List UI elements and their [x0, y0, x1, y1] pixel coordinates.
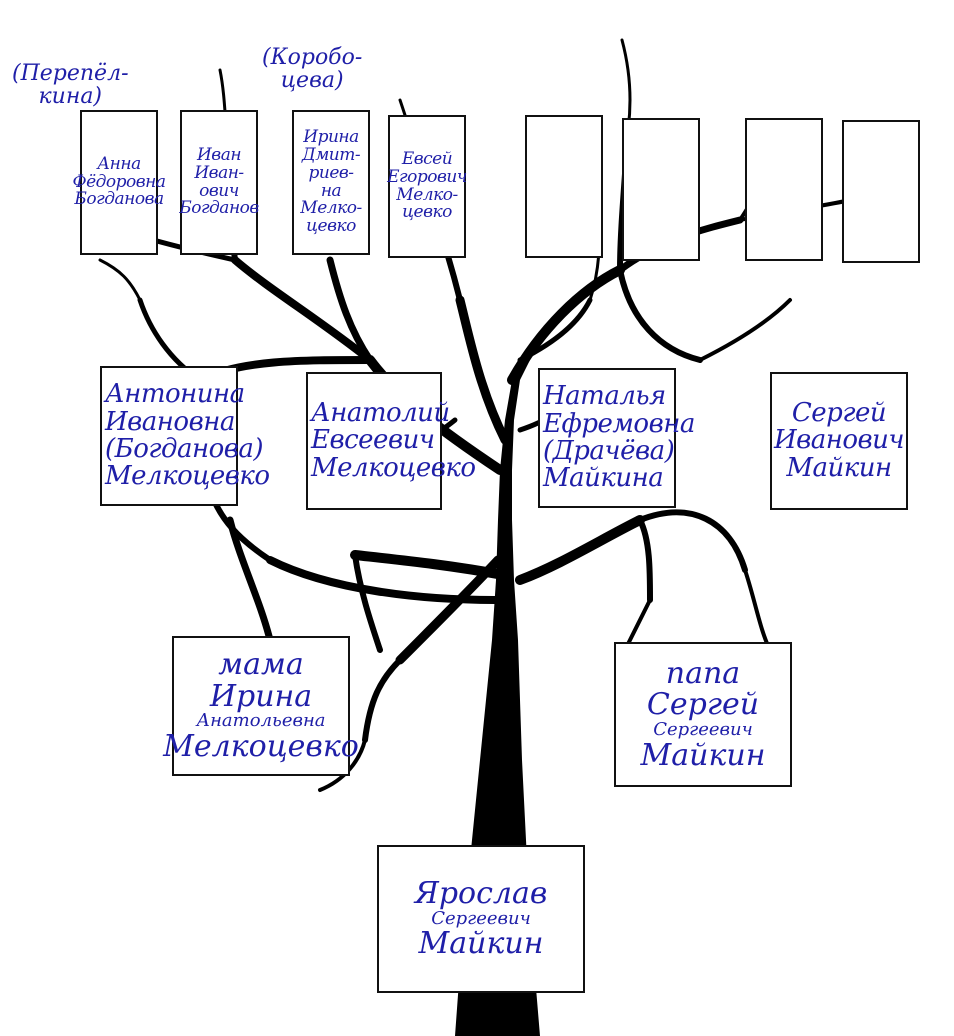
- gp-4-line-1: Сергей: [791, 398, 887, 429]
- ggp-1-line-3: Богданова: [74, 189, 164, 210]
- ggp-4-line-2: Егорович: [387, 166, 467, 187]
- ggp-1-line-1: Анна: [97, 153, 141, 174]
- ggp-3-line-5: Мелко-: [300, 198, 362, 219]
- child-first-name: Ярослав: [414, 876, 548, 912]
- child-surname: Майкин: [418, 926, 544, 962]
- maiden-note-2-line-1: (Коробо-: [262, 45, 363, 70]
- maiden-note-1-line-2: кина): [38, 84, 103, 110]
- father-label: папа: [665, 655, 741, 691]
- grandparent-box-3: Наталья Ефремовна (Драчёва) Майкина: [538, 368, 695, 508]
- great-grandparent-box-2: Иван Иван- ович Богданов: [179, 110, 259, 255]
- great-grandparent-box-3: Ирина Дмит- риев- на Мелко- цевко: [292, 110, 370, 255]
- great-grandparent-box-6: [622, 118, 700, 261]
- ggp-3-line-1: Ирина: [303, 126, 359, 147]
- great-grandparent-box-1: Анна Фёдоровна Богданова: [72, 110, 166, 255]
- gp-2-line-3: Мелкоцевко: [311, 452, 476, 483]
- gp-2-line-1: Анатолий: [311, 398, 450, 429]
- gp-4-line-3: Майкин: [786, 452, 892, 483]
- great-grandparent-box-5: [525, 115, 603, 258]
- gp-1-line-4: Мелкоцевко: [105, 461, 270, 492]
- ggp-2-line-1: Иван: [196, 144, 242, 165]
- ggp-2-line-3: ович: [199, 180, 239, 201]
- gp-4-line-2: Иванович: [773, 425, 905, 456]
- ggp-4-line-3: Мелко-: [396, 184, 458, 205]
- great-grandparent-box-8: [842, 120, 920, 263]
- ggp-2-line-2: Иван-: [194, 162, 244, 183]
- father-surname: Майкин: [640, 737, 766, 773]
- ggp-3-line-6: цевко: [306, 216, 356, 237]
- great-grandparent-box-4: Евсей Егорович Мелко- цевко: [387, 115, 467, 258]
- ggp-3-line-4: на: [320, 180, 342, 201]
- maiden-note-1-line-1: (Перепёл-: [12, 61, 129, 86]
- father-box: папа Сергей Сергеевич Майкин: [614, 642, 792, 787]
- ggp-3-line-3: риев-: [308, 162, 354, 183]
- maiden-name-note-1: (Перепёл- кина): [12, 62, 129, 108]
- maiden-name-note-2: (Коробо- цева): [262, 46, 362, 92]
- gp-3-line-3: (Драчёва): [543, 436, 675, 466]
- gp-1-line-2: Ивановна: [105, 406, 235, 437]
- gp-3-line-1: Наталья: [543, 381, 666, 412]
- child-box: Ярослав Сергеевич Майкин: [377, 845, 585, 993]
- child-patronymic: Сергеевич: [431, 907, 531, 929]
- grandparent-box-2: Анатолий Евсеевич Мелкоцевко: [306, 372, 476, 510]
- father-first-name: Сергей: [646, 687, 760, 723]
- grandparent-box-1: Антонина Ивановна (Богданова) Мелкоцевко: [100, 366, 270, 506]
- mother-label: мама: [218, 647, 304, 683]
- mother-first-name: Ирина: [209, 678, 313, 714]
- father-patronymic: Сергеевич: [653, 718, 753, 740]
- mother-box: мама Ирина Анатольевна Мелкоцевко: [163, 636, 359, 776]
- gp-1-line-1: Антонина: [105, 379, 245, 410]
- ggp-2-line-4: Богданов: [179, 198, 259, 219]
- great-grandparent-box-7: [745, 118, 823, 261]
- ggp-3-line-2: Дмит-: [301, 144, 361, 165]
- ggp-4-line-1: Евсей: [401, 148, 453, 169]
- grandparent-box-4: Сергей Иванович Майкин: [770, 372, 908, 510]
- mother-patronymic: Анатольевна: [196, 710, 326, 732]
- ggp-4-line-4: цевко: [402, 202, 452, 223]
- ggp-1-line-2: Фёдоровна: [72, 171, 166, 192]
- gp-3-line-4: Майкина: [543, 463, 664, 494]
- mother-surname: Мелкоцевко: [163, 729, 359, 765]
- maiden-note-2-line-2: цева): [280, 68, 344, 94]
- gp-2-line-2: Евсеевич: [311, 425, 435, 456]
- gp-3-line-2: Ефремовна: [543, 408, 695, 439]
- gp-1-line-3: (Богданова): [105, 434, 264, 464]
